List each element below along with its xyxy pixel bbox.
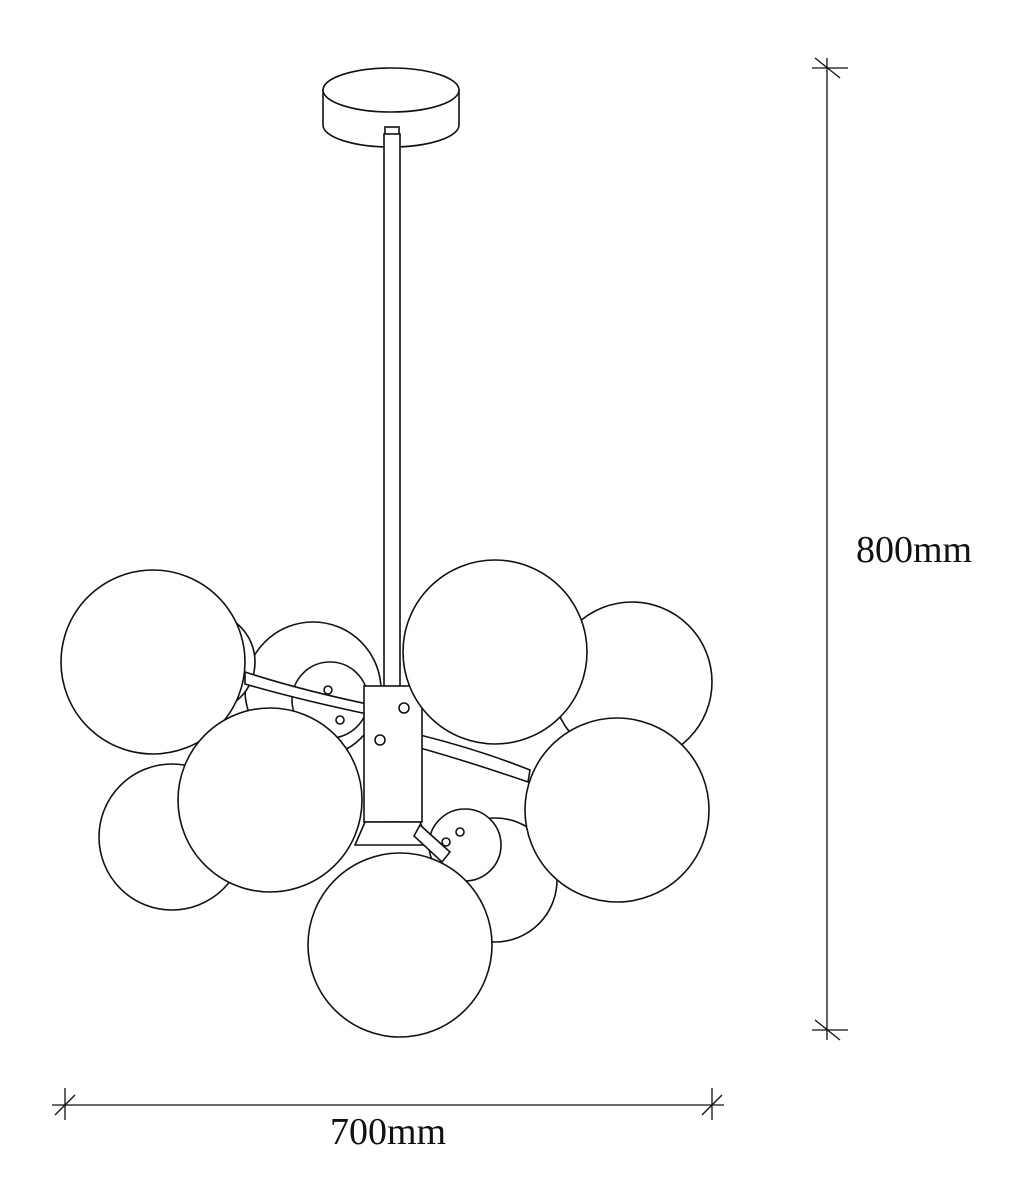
arm-right xyxy=(419,733,531,784)
globe-top-center xyxy=(402,559,588,745)
central-hub xyxy=(363,685,423,823)
arm-front xyxy=(412,823,452,864)
suspension-rod xyxy=(383,133,401,695)
width-label: 700mm xyxy=(330,1111,447,1153)
ceiling-canopy xyxy=(322,67,460,148)
height-label: 800mm xyxy=(856,529,973,571)
globe-bottom-center xyxy=(307,852,493,1038)
width-dimension-line xyxy=(52,1088,724,1120)
height-dimension-line xyxy=(812,57,848,1041)
globe-left-front xyxy=(177,707,363,893)
globe-top-left xyxy=(60,569,246,755)
globe-right-front xyxy=(524,717,710,903)
